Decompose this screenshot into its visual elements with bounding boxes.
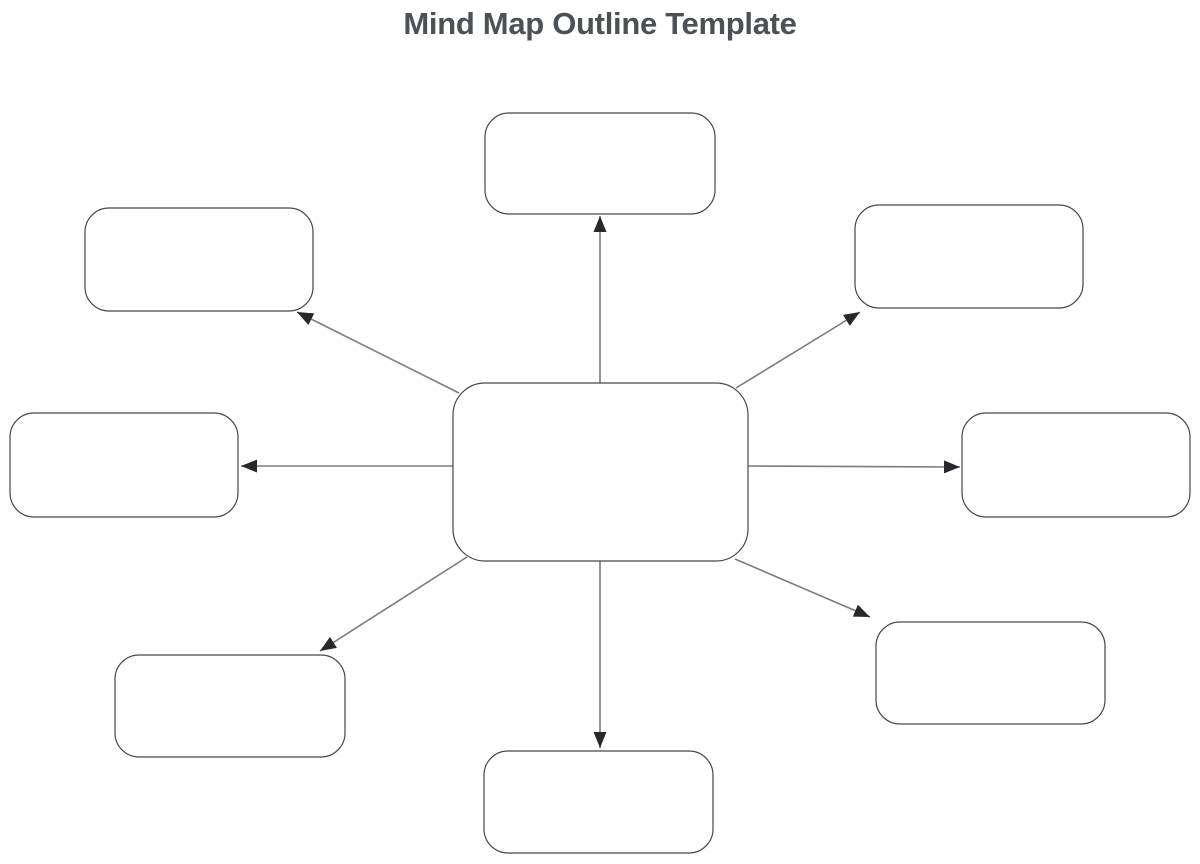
branch-left-node[interactable]	[9, 412, 239, 518]
branch-top-left-node[interactable]	[84, 207, 314, 312]
page-title: Mind Map Outline Template	[403, 6, 797, 41]
branch-bottom-node[interactable]	[483, 750, 714, 854]
branch-bottom-right-node[interactable]	[875, 621, 1106, 725]
connector-central-topic-to-branch-bottom-right	[734, 558, 871, 618]
central-topic-node[interactable]	[452, 382, 749, 562]
connector-central-topic-to-branch-top-right	[735, 311, 861, 389]
connector-central-topic-to-branch-top-left	[296, 311, 460, 394]
connector-central-topic-to-branch-bottom-left	[319, 556, 468, 652]
connector-central-topic-to-branch-right	[747, 460, 961, 474]
branch-top-node[interactable]	[484, 112, 716, 215]
branch-top-right-node[interactable]	[854, 204, 1084, 309]
branch-right-node[interactable]	[961, 412, 1191, 518]
branch-bottom-left-node[interactable]	[114, 654, 346, 758]
